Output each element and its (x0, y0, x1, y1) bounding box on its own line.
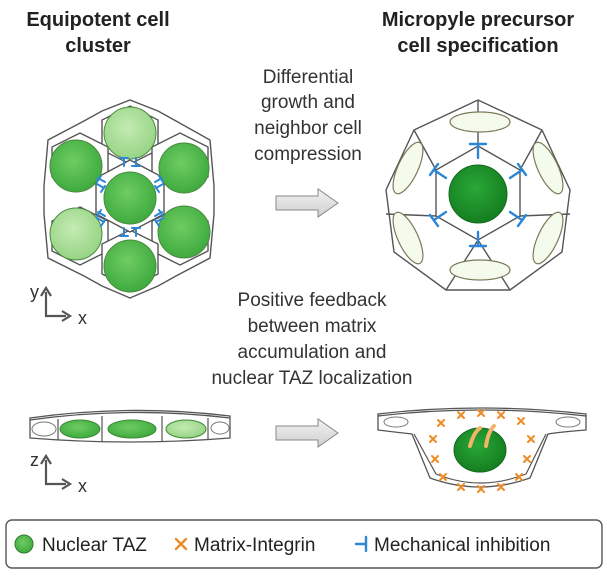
title-left-line1: Equipotent cell (26, 9, 169, 31)
legend-orange-cross-icon (174, 537, 188, 551)
right-neighbor-nuclei (392, 111, 564, 281)
neighbor-nucleus-lower-left (392, 211, 424, 265)
axis-top-y-label: y (30, 282, 39, 302)
nucleus-lower-left (49, 207, 103, 261)
side-view-right (377, 407, 587, 493)
side-nucleus-2 (107, 419, 157, 439)
caption-mid-line3: accumulation and (238, 342, 387, 363)
nucleus-top (103, 106, 157, 160)
arrow-bottom (275, 418, 339, 448)
caption-top-line2: growth and (261, 92, 355, 113)
legend-box (5, 519, 603, 569)
axis-bottom: z x (30, 450, 87, 496)
neighbor-nucleus-top (449, 111, 511, 133)
legend-label-nuclear-taz: Nuclear TAZ (42, 535, 147, 556)
side-central-taz-nucleus (453, 427, 507, 473)
axis-top-x-label: x (78, 308, 87, 328)
axis-top: y x (30, 282, 87, 328)
axis-bottom-x-label: x (78, 476, 87, 496)
nucleus-bottom (103, 239, 157, 293)
title-right-line2: cell specification (397, 35, 558, 57)
neighbor-nucleus-upper-left (392, 141, 424, 195)
arrow-top (275, 188, 339, 218)
caption-mid-line2: between matrix (248, 316, 377, 337)
caption-top-line1: Differential (263, 67, 353, 88)
nucleus-upper-left (49, 139, 103, 193)
side-view-left (29, 409, 231, 443)
matrix-fibrils (468, 424, 496, 448)
caption-mid-line1: Positive feedback (238, 290, 387, 311)
legend-blue-t-bar-icon (354, 535, 368, 553)
legend-label-mechanical-inhibition: Mechanical inhibition (374, 535, 550, 556)
neighbor-nucleus-upper-right (532, 141, 564, 195)
neighbor-nucleus-bottom (449, 259, 511, 281)
central-taz-nucleus (448, 164, 508, 224)
legend-green-dot-icon (14, 534, 34, 554)
right-inhibition-markers (428, 142, 528, 248)
integrin-markers (429, 409, 535, 493)
caption-top-line3: neighbor cell (254, 118, 362, 139)
mutual-inhibition-markers (96, 157, 164, 237)
side-nucleus-1 (59, 419, 101, 439)
legend-label-matrix-integrin: Matrix-Integrin (194, 535, 315, 556)
nucleus-center (103, 171, 157, 225)
left-cluster-outline (43, 99, 215, 299)
nucleus-upper-right (158, 142, 210, 194)
caption-mid-line4: nuclear TAZ localization (211, 368, 412, 389)
left-nuclei (49, 106, 211, 293)
title-right-line1: Micropyle precursor (382, 9, 575, 31)
legend: Nuclear TAZ Matrix-Integrin Mechanical i… (5, 519, 603, 569)
axis-bottom-z-label: z (30, 450, 39, 470)
nucleus-lower-right (157, 205, 211, 259)
side-nucleus-3 (165, 419, 207, 439)
neighbor-nucleus-lower-right (532, 211, 564, 265)
title-left-line2: cluster (65, 35, 131, 57)
caption-top-line4: compression (254, 144, 362, 165)
